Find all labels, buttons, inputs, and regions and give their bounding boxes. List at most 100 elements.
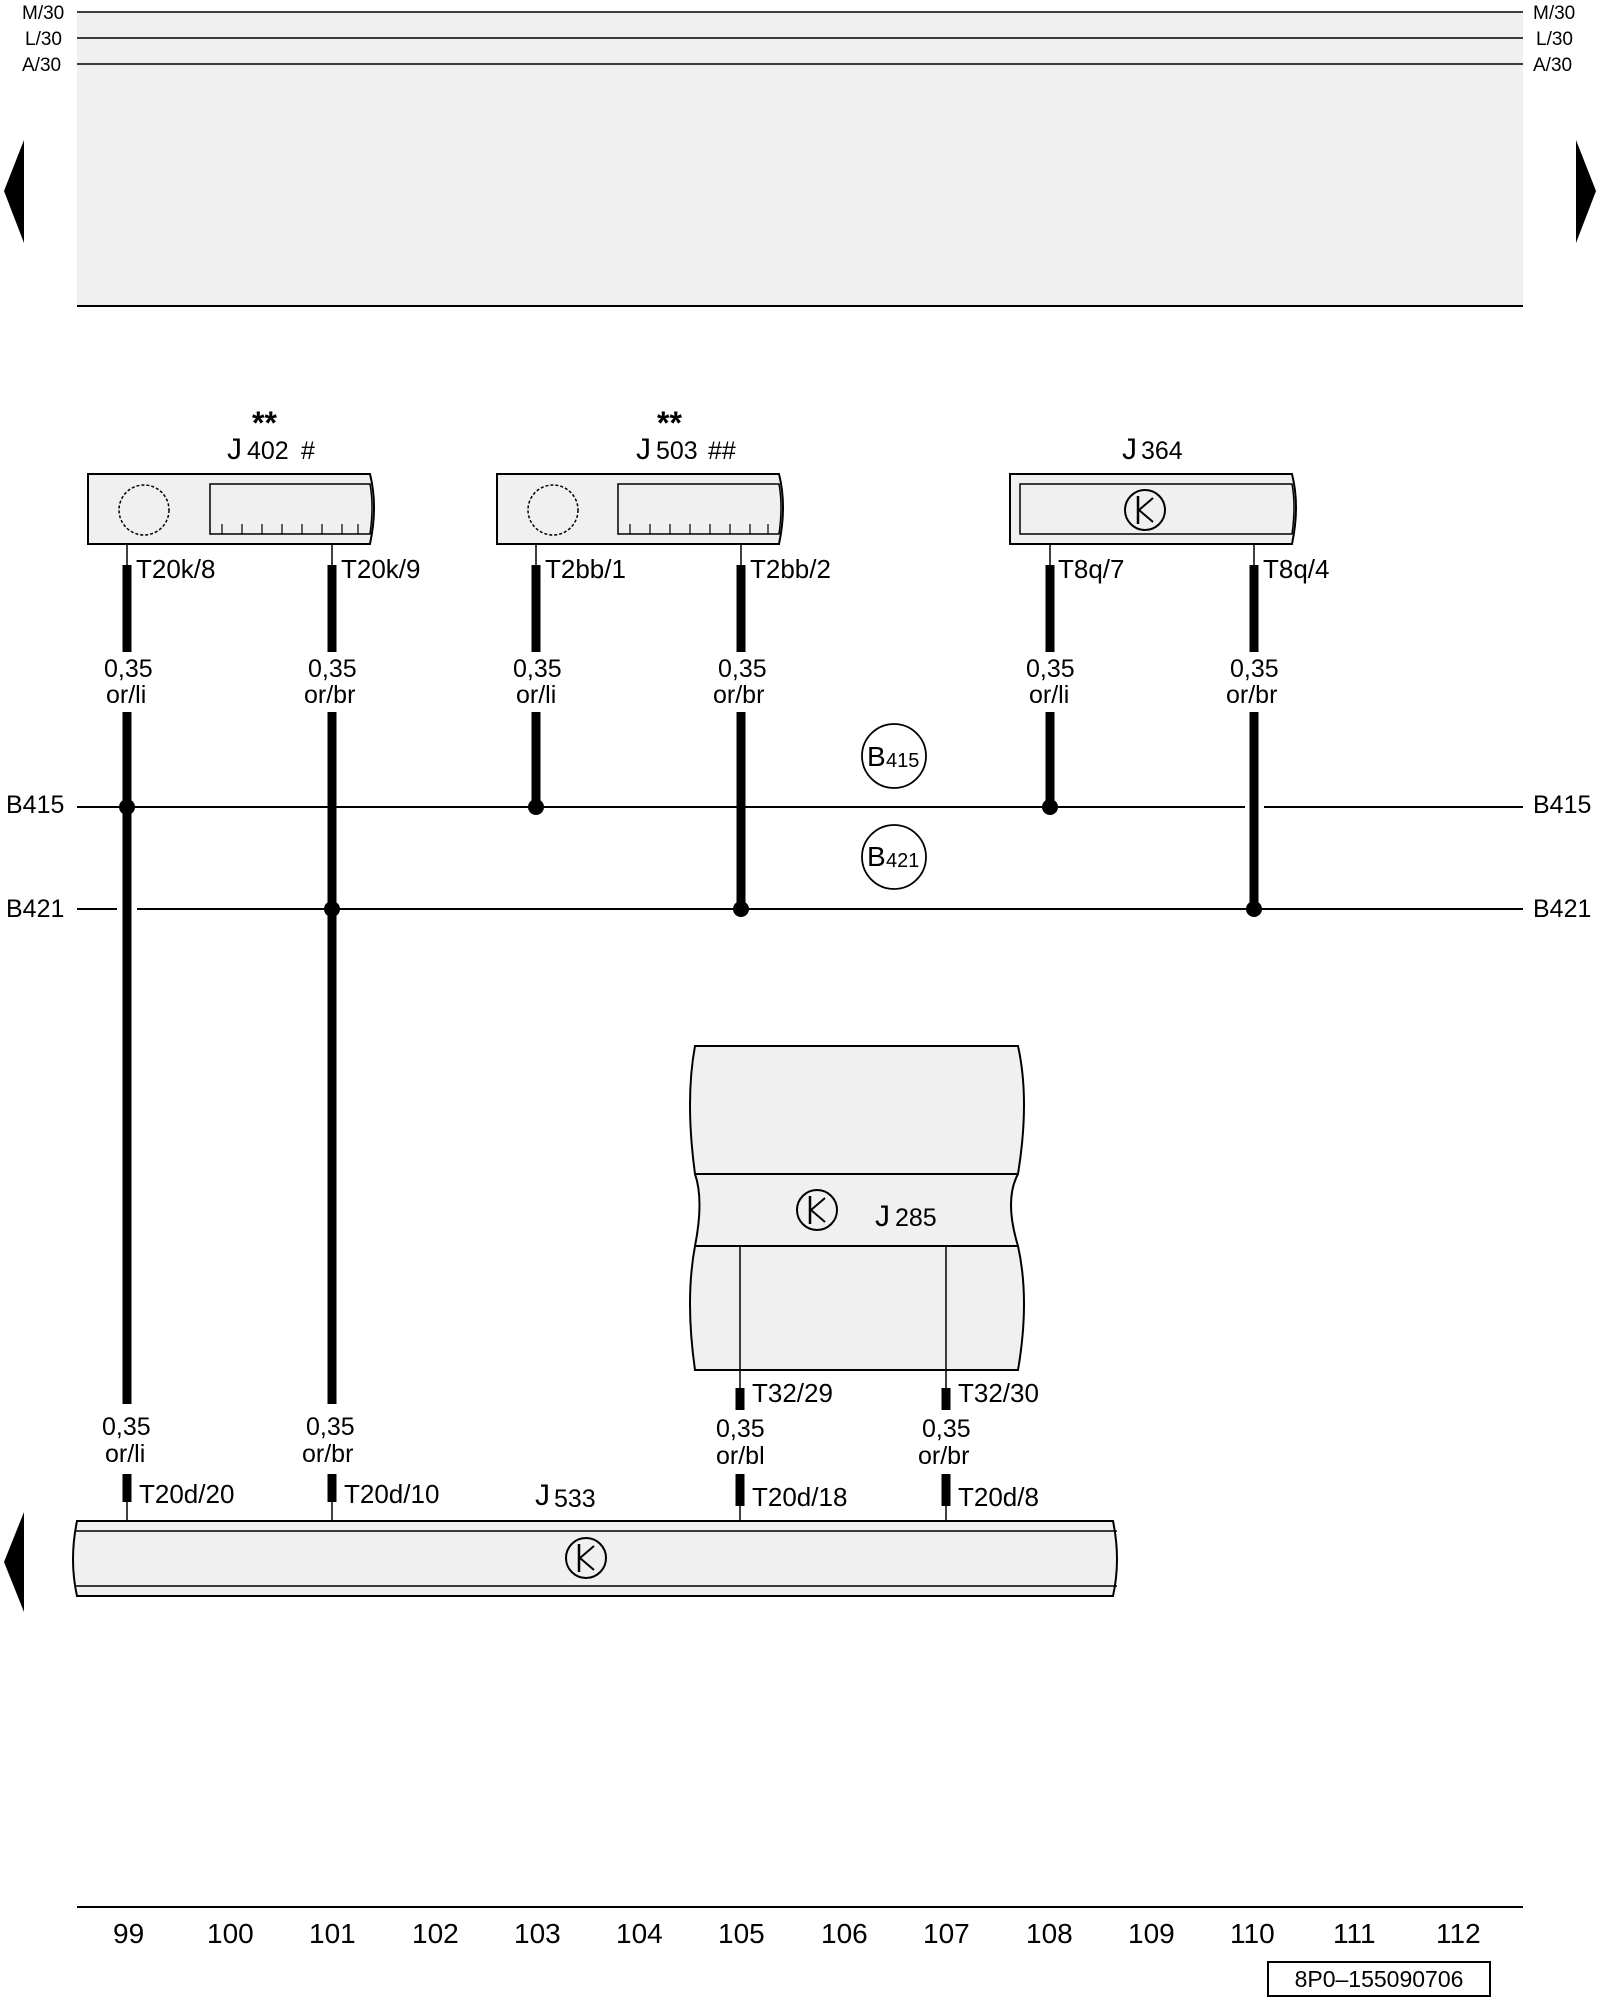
wire-label-color: or/li [105,1440,145,1468]
j402-gauge-icon [118,484,170,536]
column-number: 109 [1128,1918,1175,1949]
column-number: 105 [718,1918,765,1949]
j503-scale [629,524,769,534]
wire-labels: 0,35 or/li 0,35 or/br 0,35 or/li 0,35 or… [102,655,1279,1470]
j285-box [689,1045,1025,1371]
bus-lines: B415 B421 B415 B421 B 415 B 421 [6,723,1591,923]
j533-number: 533 [554,1485,596,1513]
rail-label-left-l30: L/30 [25,29,62,50]
j364-pin-2-label: T8q/4 [1263,554,1330,584]
j402-marker: ** [252,405,277,441]
wire-label-size: 0,35 [306,1413,355,1441]
j503-letter: J [636,433,651,466]
j364-inner [1019,483,1295,535]
column-number: 104 [616,1918,663,1949]
j503-marker: ** [657,405,682,441]
bus-label-left-b421: B421 [6,895,64,923]
j402-suffix: # [301,437,315,465]
wire-label-color: or/br [304,681,355,709]
column-number: 107 [923,1918,970,1949]
svg-text:B: B [867,841,886,872]
rail-label-right-m30: M/30 [1533,3,1575,24]
component-j285: J 285 T32/29 T32/30 [689,1045,1039,1408]
junction-105-b421 [733,901,749,917]
column-number: 106 [821,1918,868,1949]
can-bus-icon [796,1189,838,1231]
j503-suffix: ## [708,437,736,465]
component-j503: ** J 503 ## T2bb/1 T2bb/2 [496,405,831,584]
rail-label-left-a30: A/30 [22,55,61,76]
wire-label-size: 0,35 [1026,655,1075,683]
j503-number: 503 [656,437,698,465]
wire-label-color: or/bl [716,1442,765,1470]
j503-pin-1-label: T2bb/1 [545,554,626,584]
column-number: 100 [207,1918,254,1949]
can-bus-icon [1124,489,1166,531]
rail-label-left-m30: M/30 [22,3,64,24]
junction-108-b415 [1042,799,1058,815]
junction-dots [119,799,1262,917]
svg-text:B: B [867,741,886,772]
junction-101-b421 [324,901,340,917]
rail-label-right-l30: L/30 [1536,29,1573,50]
wire-label-size: 0,35 [1230,655,1279,683]
wire-label-color: or/li [106,681,146,709]
connector-ticks [126,544,1255,1521]
b421-badge: B 421 [861,824,927,890]
j533-letter: J [535,1479,550,1512]
wire-label-size: 0,35 [308,655,357,683]
wire-label-size: 0,35 [104,655,153,683]
j364-box [1009,473,1297,545]
svg-text:415: 415 [886,750,919,772]
wire-label-size: 0,35 [513,655,562,683]
arrow-right-icon[interactable] [1576,140,1596,243]
arrow-left-lower-icon[interactable] [4,1512,24,1612]
j402-letter: J [227,433,242,466]
j503-display [617,483,782,535]
bus-label-right-b415: B415 [1533,791,1591,819]
j402-number: 402 [247,437,289,465]
b415-badge: B 415 [861,723,927,789]
j364-pin-1-label: T8q/7 [1058,554,1125,584]
can-bus-icon [565,1537,607,1579]
junction-110-b421 [1246,901,1262,917]
wire-label-color: or/br [713,681,764,709]
j503-box [496,473,784,545]
j402-display [209,483,373,535]
column-number: 112 [1436,1918,1481,1949]
column-numbers: 99 100 101 102 103 104 105 106 107 108 1… [113,1918,1481,1949]
wire-label-color: or/br [918,1442,969,1470]
wire-label-size: 0,35 [102,1413,151,1441]
arrow-left-icon[interactable] [4,140,24,243]
top-shaded-area [77,12,1523,306]
component-j364: J 364 T8q/7 T8q/4 [1009,433,1330,584]
j402-pin-2-label: T20k/9 [341,554,421,584]
wire-label-color: or/br [1226,681,1277,709]
column-number: 102 [412,1918,459,1949]
bus-label-left-b415: B415 [6,791,64,819]
j503-pin-2-label: T2bb/2 [750,554,831,584]
wire-label-size: 0,35 [718,655,767,683]
j503-gauge-icon [527,484,579,536]
rail-label-right-a30: A/30 [1533,55,1572,76]
column-number: 108 [1026,1918,1073,1949]
j364-letter: J [1122,433,1137,466]
wire-label-color: or/li [516,681,556,709]
wire-label-size: 0,35 [922,1415,971,1443]
j285-pin-2-label: T32/30 [958,1378,1039,1408]
column-number: 101 [309,1918,356,1949]
j533-box [72,1520,1118,1597]
j285-letter: J [875,1200,890,1233]
junction-103-b415 [528,799,544,815]
wire-label-color: or/li [1029,681,1069,709]
junction-99-b415 [119,799,135,815]
column-number: 111 [1333,1918,1376,1949]
j402-scale [221,524,359,534]
bus-label-right-b421: B421 [1533,895,1591,923]
reference-number: 8P0–155090706 [1295,1966,1464,1992]
component-j533: J 533 T20d/20 T20d/10 T20d/18 T20d/8 [72,1479,1118,1597]
wires [122,565,1259,1506]
reference-box [1267,1961,1491,1997]
j364-number: 364 [1141,437,1183,465]
